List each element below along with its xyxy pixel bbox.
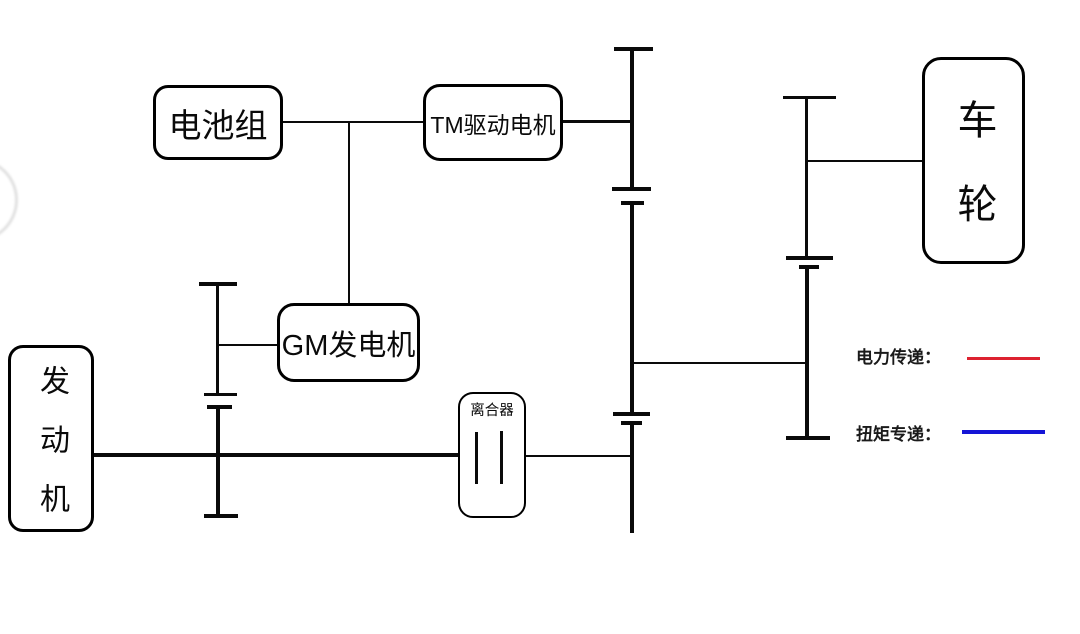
shaft-center-upper	[630, 49, 634, 189]
shaft-center-lower	[630, 423, 634, 533]
shaft-right-mesh-cap-lower	[799, 265, 819, 269]
battery-box: 电池组	[153, 85, 283, 160]
legend-torque-line-icon	[962, 430, 1045, 434]
gm-generator-label: GM发电机	[281, 329, 416, 362]
connector-tm-shaft	[561, 120, 633, 123]
shaft-center-mesh2-cap-upper	[613, 412, 650, 416]
page-curl-arc	[0, 158, 18, 242]
engine-box: 发动机	[8, 345, 94, 542]
shaft-right-bottom-cap	[786, 436, 830, 440]
shaft-center-mesh1-cap-upper	[612, 187, 651, 191]
legend-torque-label: 扭矩专递：	[856, 425, 941, 444]
gm-generator-box: GM发电机	[277, 303, 420, 382]
shaft-center-top-cap	[614, 47, 653, 51]
connector-center-right-shaft	[632, 362, 807, 364]
connector-junction-gm	[348, 122, 350, 304]
shaft-right-lower	[805, 267, 809, 438]
clutch-plate-right-icon	[500, 431, 503, 484]
connector-gear-gm	[217, 344, 277, 346]
gear-left-lower-shaft	[216, 407, 220, 517]
wheel-box: 车轮	[922, 57, 1025, 267]
connector-clutch-shaft	[502, 455, 633, 457]
wheel-label: 车轮	[951, 98, 996, 267]
connector-shaft-wheel	[807, 160, 922, 162]
battery-label: 电池组	[168, 106, 268, 144]
shaft-right-top-cap	[783, 96, 836, 99]
clutch-label: 离合器	[470, 403, 514, 419]
engine-label: 发动机	[35, 364, 68, 542]
legend-power-label: 电力传递：	[856, 348, 941, 367]
shaft-engine-clutch	[93, 453, 477, 457]
gear-left-mid-cap-upper	[204, 393, 237, 396]
gear-left-bottom-cap	[204, 514, 238, 518]
tm-motor-label: TM驱动电机	[430, 111, 556, 138]
shaft-center-middle	[630, 203, 634, 414]
shaft-right-mesh-cap-upper	[786, 256, 833, 260]
clutch-plate-left-icon	[475, 432, 478, 484]
tm-motor-box: TM驱动电机	[423, 84, 563, 161]
gear-left-upper-shaft	[216, 284, 219, 395]
legend-power-line-icon	[967, 357, 1040, 360]
connector-battery-tm	[283, 121, 423, 123]
shaft-right-upper	[805, 97, 808, 258]
clutch-box: 离合器	[458, 392, 526, 518]
